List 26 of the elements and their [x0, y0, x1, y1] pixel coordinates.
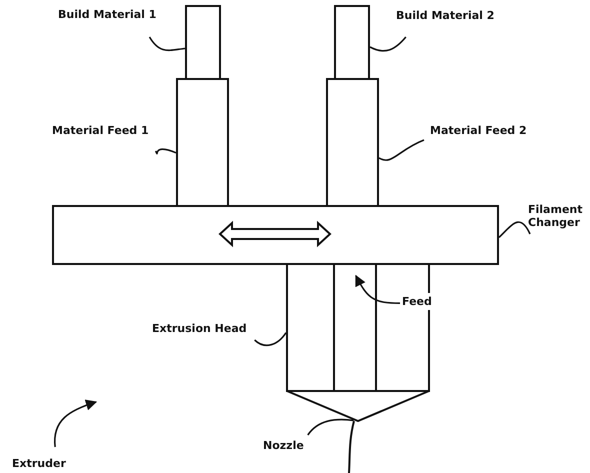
part-label: Build Material 2	[396, 9, 494, 22]
leader-line	[148, 36, 186, 52]
build-material-rod	[185, 5, 221, 80]
extrusion-head-block	[286, 263, 430, 392]
feed-channel	[333, 263, 377, 390]
part-label: Extrusion Head	[152, 322, 247, 335]
part-label: Extruder	[12, 457, 66, 470]
part-label: Build Material 1	[58, 8, 156, 21]
leader-line	[378, 139, 424, 161]
leader-line	[498, 221, 531, 238]
leader-line	[370, 36, 406, 52]
part-label: Nozzle	[263, 439, 304, 452]
arrow	[355, 274, 400, 304]
material-feed-block	[326, 78, 379, 207]
leader-line	[154, 148, 176, 154]
part-label: Feed	[402, 293, 432, 310]
part-label: Filament Changer	[528, 203, 588, 229]
material-feed-block	[176, 78, 229, 207]
filament-changer-bar	[52, 205, 499, 265]
part-label: Material Feed 2	[430, 124, 527, 137]
arrow	[54, 400, 98, 448]
leader-line	[307, 418, 354, 436]
build-material-rod	[334, 5, 370, 80]
leader-line	[254, 332, 287, 346]
part-label: Material Feed 1	[52, 124, 149, 137]
nozzle-cone	[286, 390, 430, 422]
